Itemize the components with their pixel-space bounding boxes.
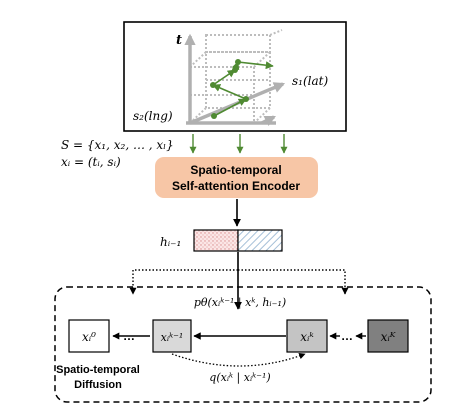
encoder-title-line1: Spatio-temporal: [190, 163, 281, 177]
diffusion-container: [54, 286, 432, 403]
axis-t-label: t: [176, 33, 182, 48]
input-arrows: [189, 134, 288, 154]
trajectory-point: [243, 96, 249, 102]
conditioning-dotted-arrows: [129, 269, 349, 295]
reverse-process-label: q(xᵢᵏ | xᵢᵏ⁻¹): [209, 371, 270, 385]
diffusion-title-line1: Spatio-temporal: [56, 364, 140, 376]
ellipsis-right: …: [341, 329, 353, 343]
hidden-state-label: hᵢ₋₁: [160, 235, 181, 249]
hidden-state-vector: [193, 229, 283, 252]
node-xK-label: xᵢᴷ: [381, 330, 397, 344]
node-xk-label: xᵢᵏ: [300, 330, 314, 344]
sequence-set-text: S = {x₁, x₂, … , xₗ}: [61, 138, 174, 152]
trajectory-panel: t s₁(lat) s₂(lng): [123, 21, 347, 132]
diffusion-node-x0: xᵢ⁰: [68, 319, 110, 353]
noising-curve-arrow: [171, 352, 306, 367]
encoder-block: Spatio-temporal Self-attention Encoder: [155, 157, 318, 198]
node-x0-label: xᵢ⁰: [82, 330, 96, 344]
axis-s1-label: s₁(lat): [292, 74, 328, 88]
sequence-element-text: xᵢ = (tᵢ, sᵢ): [61, 155, 121, 169]
node-xkm1-label: xᵢᵏ⁻¹: [161, 331, 184, 344]
trajectory-point: [210, 82, 216, 88]
axis-s2-label: s₂(lng): [133, 109, 173, 123]
diffusion-node-xK: xᵢᴷ: [367, 319, 409, 353]
trajectory-point: [232, 67, 238, 73]
diffusion-node-xkm1: xᵢᵏ⁻¹: [152, 319, 192, 353]
forward-process-label: pθ(xᵢᵏ⁻¹ | xᵏ, hᵢ₋₁): [194, 296, 286, 310]
encoder-title-line2: Self-attention Encoder: [172, 179, 300, 193]
trajectory-point: [211, 113, 217, 119]
diffusion-title-line2: Diffusion: [74, 379, 122, 391]
trajectory: [210, 59, 274, 119]
diffusion-node-xk: xᵢᵏ: [286, 319, 328, 353]
trajectory-point: [235, 59, 241, 65]
